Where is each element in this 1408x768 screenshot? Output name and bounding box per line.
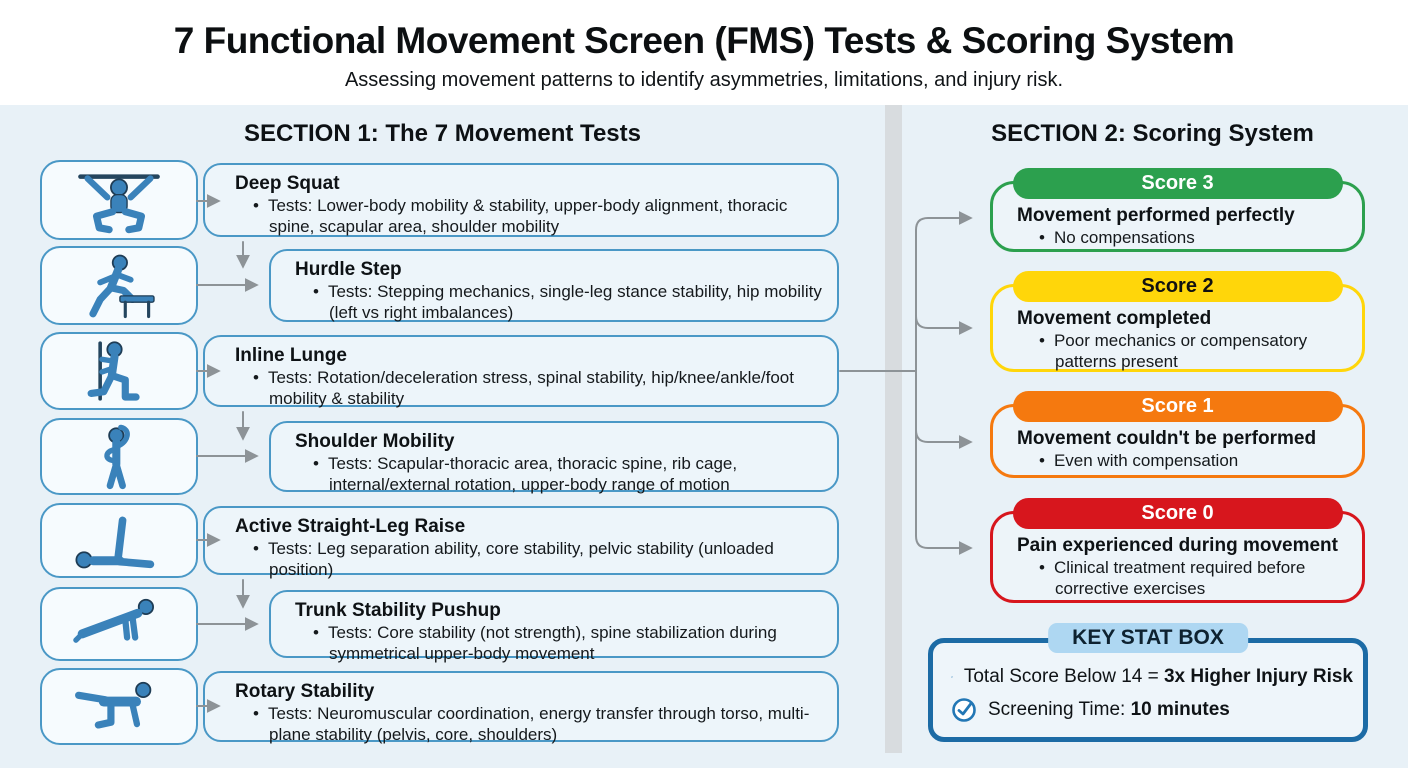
test-row-shoulder-mobility: Shoulder Mobility Tests: Scapular-thorac… (0, 418, 885, 495)
stat-text: Screening Time: 10 minutes (988, 698, 1230, 720)
rotary-stability-icon (75, 681, 152, 729)
test-row-inline-lunge: Inline Lunge Tests: Rotation/deceleratio… (0, 332, 885, 410)
test-row-deep-squat: Deep Squat Tests: Lower-body mobility & … (0, 160, 885, 240)
test-card: Active Straight-Leg Raise Tests: Leg sep… (203, 506, 839, 579)
check-circle-icon (952, 697, 976, 722)
test-title: Rotary Stability (235, 681, 375, 702)
test-card: Trunk Stability Pushup Tests: Core stabi… (269, 590, 839, 663)
section2-heading: SECTION 2: Scoring System (991, 120, 1314, 147)
inline-lunge-icon-box (40, 332, 198, 410)
test-row-rotary-stability: Rotary Stability Tests: Neuromuscular co… (0, 668, 885, 745)
score-bullet: Even with compensation (993, 450, 1362, 471)
section-divider (885, 105, 902, 753)
test-bullet: Tests: Leg separation ability, core stab… (205, 538, 837, 580)
score-2-card: Score 2 Movement completed Poor mechanic… (990, 271, 1365, 372)
test-title: Inline Lunge (235, 345, 347, 366)
score-0-pill: Score 0 (1012, 498, 1343, 529)
test-title: Hurdle Step (295, 259, 402, 280)
test-row-hurdle-step: Hurdle Step Tests: Stepping mechanics, s… (0, 246, 885, 325)
score-headline: Pain experienced during movement (1017, 535, 1338, 556)
key-stat-box: KEY STAT BOX Total Score Below 14 = 3x H… (928, 623, 1368, 742)
test-bullet: Tests: Scapular-thoracic area, thoracic … (271, 453, 837, 495)
score-1-pill: Score 1 (1012, 391, 1343, 422)
test-card: Deep Squat Tests: Lower-body mobility & … (203, 163, 839, 237)
straight-leg-raise-icon (75, 516, 155, 568)
rotary-stability-icon-box (40, 668, 198, 745)
score-headline: Movement performed perfectly (1017, 205, 1295, 226)
test-title: Deep Squat (235, 173, 340, 194)
test-bullet: Tests: Rotation/deceleration stress, spi… (205, 367, 837, 409)
test-bullet: Tests: Stepping mechanics, single-leg st… (271, 281, 837, 323)
pushup-icon-box (40, 587, 198, 661)
score-2-pill: Score 2 (1012, 271, 1343, 302)
stat-row-injury-risk: Total Score Below 14 = 3x Higher Injury … (951, 660, 1353, 693)
score-0-card: Score 0 Pain experienced during movement… (990, 498, 1365, 603)
score-1-card: Score 1 Movement couldn't be performed E… (990, 391, 1365, 478)
deep-squat-icon-box (40, 160, 198, 240)
page-subtitle: Assessing movement patterns to identify … (344, 69, 1064, 91)
score-3-card: Score 3 Movement performed perfectly No … (990, 168, 1365, 252)
test-row-pushup: Trunk Stability Pushup Tests: Core stabi… (0, 587, 885, 663)
test-card: Inline Lunge Tests: Rotation/deceleratio… (203, 335, 839, 409)
hurdle-step-icon (89, 254, 155, 318)
header-band: 7 Functional Movement Screen (FMS) Tests… (0, 0, 1408, 105)
shoulder-mobility-icon (104, 424, 130, 489)
hurdle-step-icon-box (40, 246, 198, 325)
test-bullet: Tests: Neuromuscular coordination, energ… (205, 703, 837, 745)
test-title: Trunk Stability Pushup (295, 600, 501, 621)
test-row-straight-leg-raise: Active Straight-Leg Raise Tests: Leg sep… (0, 503, 885, 579)
pushup-icon (73, 598, 154, 643)
test-title: Shoulder Mobility (295, 431, 455, 452)
score-bullet: No compensations (993, 227, 1362, 248)
straight-leg-raise-icon-box (40, 503, 198, 578)
check-circle-icon (951, 675, 953, 678)
test-bullet: Tests: Core stability (not strength), sp… (271, 622, 837, 664)
score-3-pill: Score 3 (1012, 168, 1343, 199)
inline-lunge-icon (87, 341, 140, 401)
deep-squat-icon (78, 174, 160, 234)
test-title: Active Straight-Leg Raise (235, 516, 466, 537)
test-bullet: Tests: Lower-body mobility & stability, … (205, 195, 837, 237)
score-bullet: Poor mechanics or compensatory patterns … (993, 330, 1362, 372)
test-card: Rotary Stability Tests: Neuromuscular co… (203, 671, 839, 745)
score-headline: Movement couldn't be performed (1017, 428, 1317, 449)
test-card: Hurdle Step Tests: Stepping mechanics, s… (269, 249, 839, 322)
page-title: 7 Functional Movement Screen (FMS) Tests… (173, 20, 1235, 61)
stat-row-screening-time: Screening Time: 10 minutes (951, 693, 1353, 726)
test-card: Shoulder Mobility Tests: Scapular-thorac… (269, 421, 839, 495)
stat-text: Total Score Below 14 = 3x Higher Injury … (963, 665, 1353, 687)
key-stat-box-title: KEY STAT BOX (1048, 623, 1248, 653)
shoulder-mobility-icon-box (40, 418, 198, 495)
score-headline: Movement completed (1017, 308, 1212, 329)
score-bullet: Clinical treatment required before corre… (993, 557, 1362, 599)
section1-heading: SECTION 1: The 7 Movement Tests (244, 120, 641, 147)
